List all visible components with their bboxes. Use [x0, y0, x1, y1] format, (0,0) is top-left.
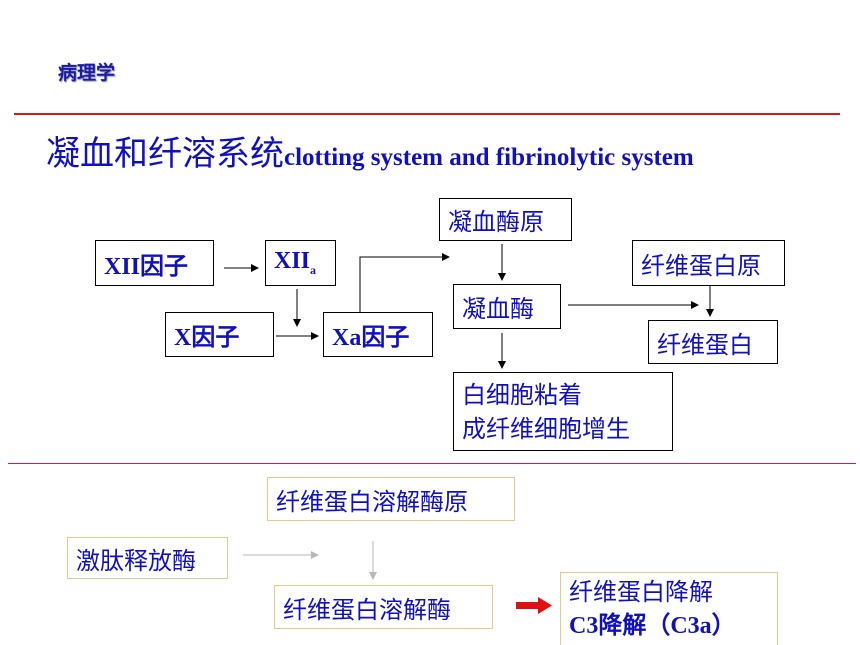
- factor-xiia-sub: a: [310, 262, 317, 277]
- slide-title: 凝血和纤溶系统clotting system and fibrinolytic …: [46, 126, 694, 175]
- factor-xiia-main: XII: [274, 248, 311, 275]
- result-line-2: C3降解（C3a）: [569, 613, 736, 639]
- factor-xa-label: Xa因子: [332, 325, 410, 351]
- prothrombin-label: 凝血酶原: [448, 208, 544, 236]
- factor-x-label: X因子: [174, 325, 240, 351]
- fibrin-label: 纤维蛋白: [657, 330, 753, 359]
- plasminogen-label: 纤维蛋白溶解酶原: [276, 487, 468, 516]
- factor-xa-box: Xa因子: [323, 312, 433, 357]
- thrombin-label: 凝血酶: [462, 295, 534, 323]
- fibrinogen-label: 纤维蛋白原: [641, 251, 761, 280]
- plasminogen-box: 纤维蛋白溶解酶原: [267, 477, 515, 521]
- factor-x-box: X因子: [165, 312, 274, 357]
- prothrombin-box: 凝血酶原: [439, 198, 572, 241]
- factor-xiia-label: XIIa: [274, 248, 316, 278]
- fibrinogen-box: 纤维蛋白原: [632, 240, 785, 286]
- thrombin-box: 凝血酶: [453, 284, 561, 329]
- arrow-plasmin-to-result: [516, 597, 552, 614]
- subject-header: 病理学: [58, 62, 116, 84]
- plasmin-label: 纤维蛋白溶解酶: [283, 595, 451, 624]
- factor-xii-box: XII因子: [95, 240, 214, 286]
- section-divider: [8, 463, 856, 464]
- factor-xiia-box: XIIa: [265, 240, 336, 286]
- top-divider: [14, 113, 840, 115]
- result-line-1: 纤维蛋白降解: [569, 578, 713, 606]
- fibrin-box: 纤维蛋白: [648, 320, 778, 364]
- plasmin-box: 纤维蛋白溶解酶: [274, 585, 493, 629]
- kinin-enzyme-label: 激肽释放酶: [76, 546, 196, 575]
- title-english: clotting system and fibrinolytic system: [284, 144, 694, 171]
- effects-line-1: 白细胞粘着: [462, 380, 582, 409]
- title-chinese: 凝血和纤溶系统: [46, 134, 284, 174]
- factor-xii-label: XII因子: [104, 253, 189, 280]
- fibrinolysis-result-box: 纤维蛋白降解 C3降解（C3a）: [560, 572, 778, 645]
- clotting-effects-box: 白细胞粘着 成纤维细胞增生: [453, 372, 673, 451]
- effects-line-2: 成纤维细胞增生: [462, 414, 630, 443]
- arrow-xa-to-conversion: [359, 253, 450, 312]
- kinin-enzyme-box: 激肽释放酶: [67, 537, 228, 579]
